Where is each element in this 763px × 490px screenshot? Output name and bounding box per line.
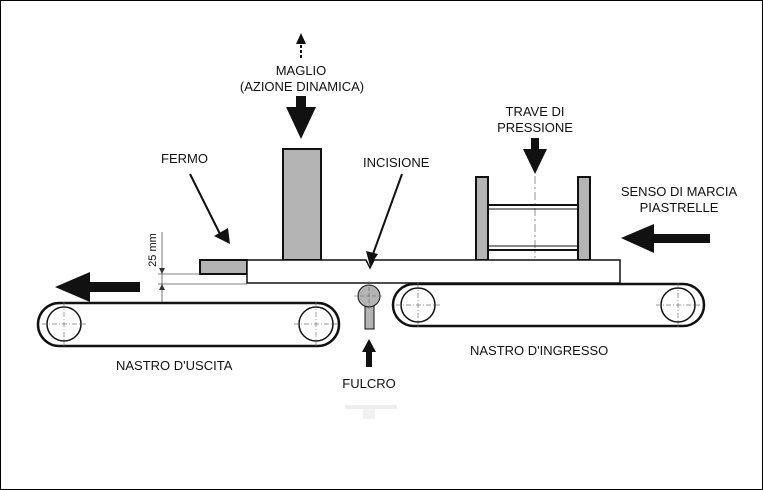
maglio-down-arrow-icon	[286, 107, 316, 139]
maglio-motion-arrow-icon	[296, 33, 306, 44]
nastro-uscita-arrow-shaft	[88, 282, 140, 292]
senso-left-arrow-icon	[621, 224, 654, 253]
trave-down-arrow-icon	[523, 149, 547, 174]
senso-arrow-shaft	[652, 234, 710, 243]
nastro-ingresso-group: NASTRO D'INGRESSO	[391, 282, 706, 358]
tile-body	[246, 259, 621, 284]
incisione-pointer-arrowhead-icon	[366, 251, 378, 266]
senso-label-line1: SENSO DI MARCIA	[621, 184, 738, 199]
fulcro-label: FULCRO	[342, 376, 395, 391]
fulcro-arrow-shaft	[366, 351, 372, 367]
maglio-arrow-shaft	[296, 96, 306, 108]
incisione-group: INCISIONE	[363, 155, 430, 266]
maglio-block	[282, 148, 322, 261]
fermo-pointer-line	[189, 173, 223, 239]
nastro-uscita-left-arrow-icon	[55, 272, 90, 302]
maglio-group: MAGLIO (AZIONE DINAMICA)	[240, 33, 364, 261]
dimension-label: 25 mm	[147, 233, 159, 267]
trave-group: TRAVE DI PRESSIONE	[475, 104, 591, 261]
incisione-pointer-line	[372, 173, 403, 255]
senso-label-line2: PIASTRELLE	[640, 200, 719, 215]
fermo-group: FERMO	[161, 151, 248, 275]
fermo-block	[199, 259, 248, 275]
nastro-uscita-label: NASTRO D'USCITA	[116, 358, 233, 373]
fermo-label: FERMO	[161, 151, 208, 166]
dimension-arrow-up-icon	[159, 284, 165, 290]
maglio-label-line1: MAGLIO	[276, 63, 327, 78]
fulcro-ghost-stem	[363, 409, 375, 419]
dimension-25mm: 25 mm	[147, 232, 247, 318]
trave-arrow-shaft	[531, 138, 539, 150]
nastro-ingresso-label: NASTRO D'INGRESSO	[470, 343, 608, 358]
trave-label-line1: TRAVE DI	[506, 104, 565, 119]
nastro-uscita-group: NASTRO D'USCITA	[36, 272, 341, 373]
trave-label-line2: PRESSIONE	[497, 120, 573, 135]
trave-upright-right	[577, 176, 591, 261]
fermo-pointer-arrowhead-icon	[214, 228, 230, 244]
fulcro-group: FULCRO	[342, 281, 397, 419]
trave-upright-left	[475, 176, 489, 261]
dimension-arrow-down-icon	[159, 268, 165, 274]
maglio-label-line2: (AZIONE DINAMICA)	[240, 79, 364, 94]
nastro-uscita-belt	[36, 301, 341, 348]
fulcro-ghost-mark	[345, 405, 397, 409]
fulcro-up-arrow-icon	[362, 339, 376, 352]
incisione-label: INCISIONE	[363, 155, 430, 170]
nastro-ingresso-belt	[391, 282, 706, 328]
senso-marcia-group: SENSO DI MARCIA PIASTRELLE	[621, 184, 738, 253]
